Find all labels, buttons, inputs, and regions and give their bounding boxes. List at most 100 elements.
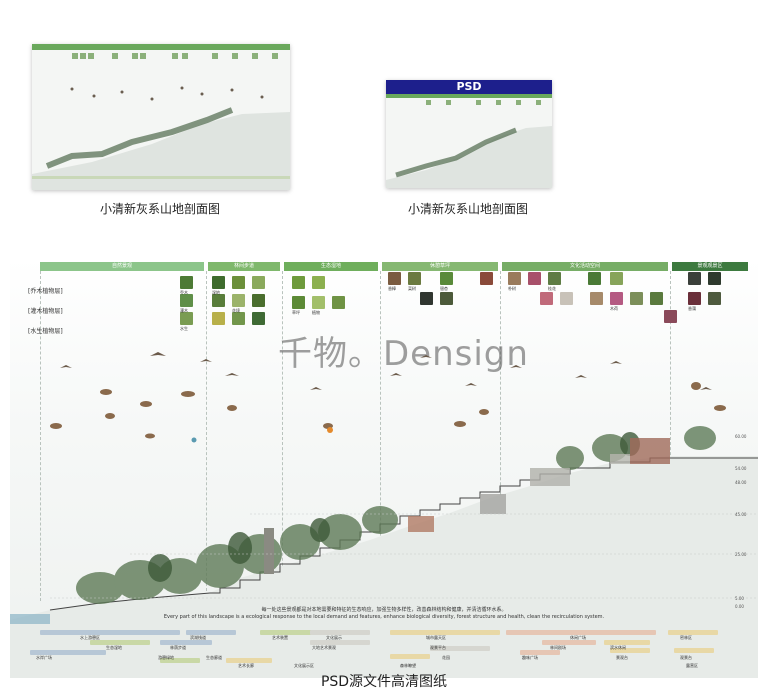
legend-bar xyxy=(390,630,500,635)
zone-header-lawn: 休憩草坪 xyxy=(382,262,498,271)
zone-divider xyxy=(670,271,671,601)
legend-label: 文化展示 xyxy=(326,635,342,640)
bottom-caption: PSD源文件高清图纸 xyxy=(320,674,448,690)
swatch-label: 银杏 xyxy=(440,286,448,291)
legend-label: 生态湿地 xyxy=(106,645,122,650)
elevation-label: 0.00 xyxy=(735,604,744,609)
plant-swatch xyxy=(650,292,663,305)
legend-label: 生态廊道 xyxy=(206,655,222,660)
legend-bar xyxy=(226,658,272,663)
legend-label: 滨湖栈道 xyxy=(190,635,206,640)
legend-label: 露营区 xyxy=(686,663,698,668)
legend-bar xyxy=(260,630,316,635)
zone-divider xyxy=(380,271,381,601)
plant-swatch xyxy=(232,312,245,325)
elevation-label: 25.00 xyxy=(735,552,747,557)
legend-bar xyxy=(604,640,650,645)
legend-bar xyxy=(90,640,150,645)
plant-swatch xyxy=(180,276,193,289)
layer-label-tree: [乔木植物层] xyxy=(28,288,63,295)
swatch-label: 香蒲 xyxy=(688,306,696,311)
legend-label: 水上游憩区 xyxy=(80,635,100,640)
layer-label-aquatic: [水生植物层] xyxy=(28,328,63,335)
plant-swatch xyxy=(232,294,245,307)
thumbnail-section-1[interactable] xyxy=(32,44,290,190)
legend-bar xyxy=(30,650,106,655)
thumbnail-2-caption: 小清新灰系山地剖面图 xyxy=(408,202,529,216)
swatch-label: 湿地 xyxy=(212,290,220,295)
thumbnail-section-2[interactable]: PSD xyxy=(386,80,552,188)
plant-swatch xyxy=(528,272,541,285)
plant-swatch xyxy=(292,276,305,289)
plant-swatch xyxy=(292,296,305,309)
legend-label: 水岸广场 xyxy=(36,655,52,660)
legend-label: 休闲广场 xyxy=(570,635,586,640)
legend-label: 滨水休闲 xyxy=(610,645,626,650)
legend-label: 花园 xyxy=(442,655,450,660)
legend-label: 艺术装置 xyxy=(272,635,288,640)
legend-label: 趣味广场 xyxy=(522,655,538,660)
thumbnail-2-image xyxy=(386,94,552,188)
elevation-label: 54.00 xyxy=(735,466,747,471)
swatch-label: 木荷 xyxy=(610,306,618,311)
legend-label: 景观台 xyxy=(616,655,628,660)
legend-label: 观景平台 xyxy=(430,645,446,650)
legend-bar xyxy=(520,650,560,655)
plant-swatch xyxy=(440,292,453,305)
plant-swatch xyxy=(388,272,401,285)
legend-label: 林荫步道 xyxy=(170,645,186,650)
legend-bar xyxy=(310,630,370,635)
plant-swatch xyxy=(212,294,225,307)
legend-bar xyxy=(668,630,718,635)
plant-swatch xyxy=(610,292,623,305)
plant-swatch xyxy=(548,272,561,285)
plant-swatch xyxy=(440,272,453,285)
legend-label: 游憩绿地 xyxy=(158,655,174,660)
zone-divider xyxy=(500,271,501,601)
plant-swatch xyxy=(480,272,493,285)
swatch-label: 水生 xyxy=(180,326,188,331)
plant-swatch xyxy=(232,276,245,289)
zone-header-culture: 文化活动空间 xyxy=(502,262,668,271)
plant-swatch xyxy=(508,272,521,285)
plant-swatch xyxy=(664,310,677,323)
legend-label: 密林区 xyxy=(680,635,692,640)
watermark: 千物。Densign xyxy=(278,334,529,374)
plant-swatch xyxy=(212,276,225,289)
swatch-label: 香樟 xyxy=(388,286,396,291)
section-board: 自然景观 林间步道 生态湿地 休憩草坪 文化活动空间 景观观景区 [乔木植物层]… xyxy=(10,258,758,678)
plant-swatch xyxy=(688,272,701,285)
plant-swatch xyxy=(610,272,623,285)
plant-swatch xyxy=(312,296,325,309)
legend-bar xyxy=(430,646,490,651)
plant-swatch xyxy=(180,294,193,307)
thumbnail-1-caption: 小清新灰系山地剖面图 xyxy=(100,202,221,216)
plant-swatch xyxy=(708,292,721,305)
zone-divider xyxy=(40,271,41,601)
zone-divider xyxy=(282,271,283,601)
swatch-label: 桂花 xyxy=(548,286,556,291)
plant-swatch xyxy=(688,292,701,305)
legend-bar xyxy=(674,648,714,653)
plant-swatch xyxy=(708,272,721,285)
legend-bar xyxy=(186,630,236,635)
legend-bar xyxy=(160,658,200,663)
plant-swatch xyxy=(252,276,265,289)
elevation-label: 5.00 xyxy=(735,596,744,601)
plant-swatch xyxy=(540,292,553,305)
plant-swatch xyxy=(212,312,225,325)
section-note-en: Every part of this landscape is a ecolog… xyxy=(163,614,605,620)
legend-label: 艺术长廊 xyxy=(238,663,254,668)
legend-label: 城市露天区 xyxy=(426,635,446,640)
legend-bar xyxy=(610,648,650,653)
legend-label: 文化展示区 xyxy=(294,663,314,668)
swatch-label: 灌木 xyxy=(180,308,188,313)
legend-bar xyxy=(506,630,656,635)
elevation-label: 48.00 xyxy=(735,480,747,485)
plant-swatch xyxy=(588,272,601,285)
plant-swatch xyxy=(332,296,345,309)
zone-divider xyxy=(206,271,207,601)
legend-label: 大地艺术景观 xyxy=(312,645,336,650)
section-drawing xyxy=(10,352,758,678)
legend-label: 森林瞭望 xyxy=(400,663,416,668)
